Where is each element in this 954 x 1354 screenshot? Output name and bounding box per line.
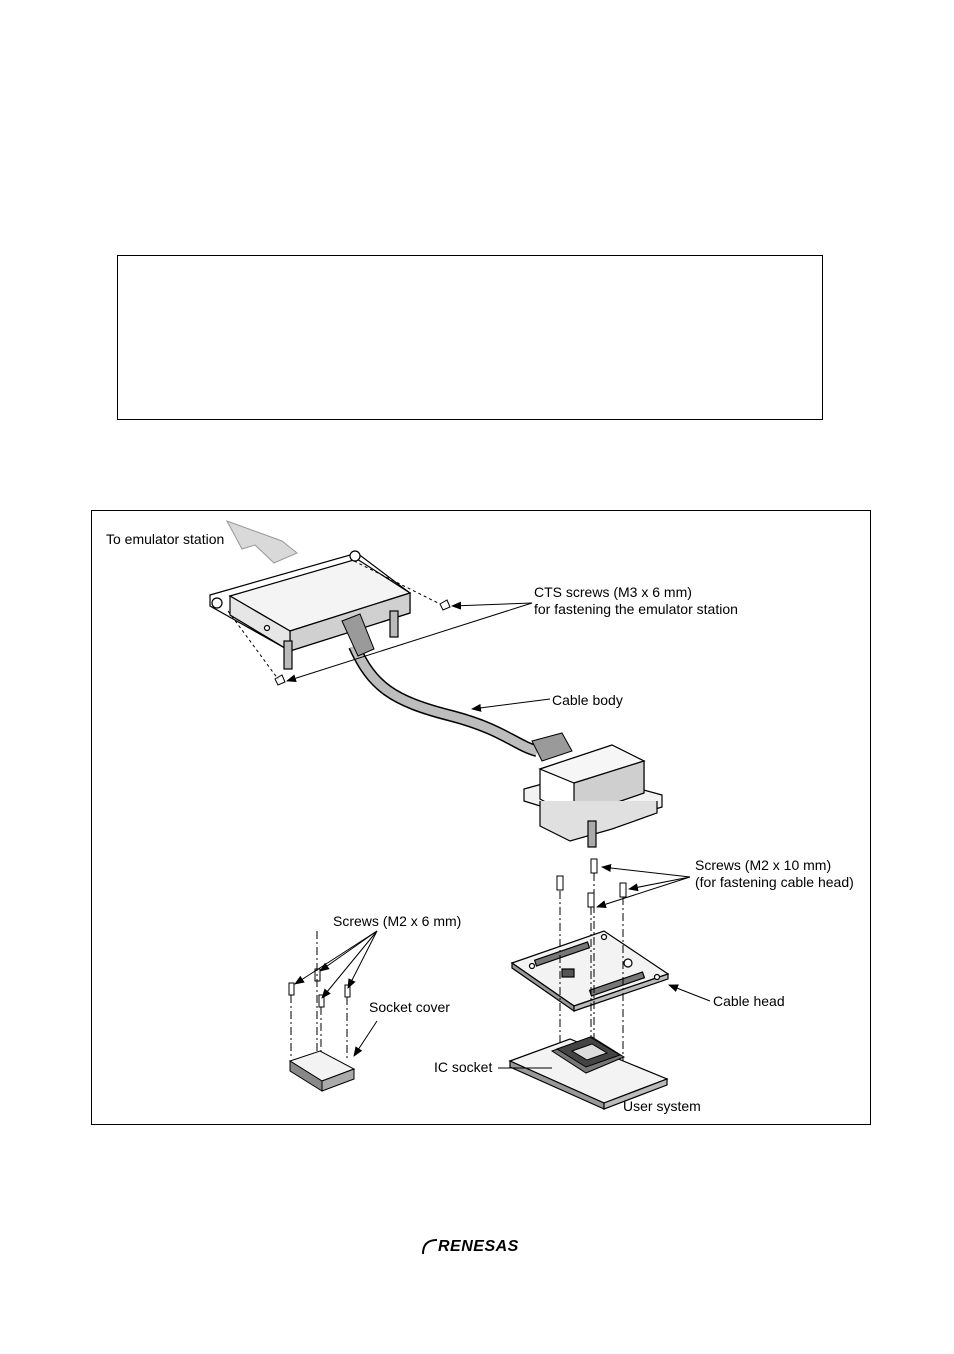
assembly-drawing [209, 520, 711, 1110]
renesas-logo-text: RENESAS [438, 1238, 519, 1255]
direction-arrow-icon [225, 520, 298, 564]
label-socket-cover: Socket cover [369, 999, 450, 1015]
socket-cover-part [288, 1050, 356, 1092]
label-screws-m2x10-line1: Screws (M2 x 10 mm) [695, 857, 832, 873]
label-screws-m2x10: Screws (M2 x 10 mm) (for fastening cable… [695, 857, 854, 891]
label-screws-m2x10-line2: (for fastening cable head) [695, 874, 854, 890]
note-box [117, 255, 823, 420]
label-cable-head: Cable head [713, 993, 785, 1009]
ic-socket-part [550, 1036, 626, 1074]
label-cts-screws-line1: CTS screws (M3 x 6 mm) [534, 584, 692, 600]
renesas-logo-mark-icon [422, 1239, 438, 1255]
m2x10-screw-icon [556, 858, 627, 908]
label-cts-screws: CTS screws (M3 x 6 mm) for fastening the… [534, 584, 738, 618]
label-user-system: User system [623, 1098, 701, 1114]
cable-head-connector [523, 744, 663, 848]
cable-body [341, 613, 573, 762]
cts-screw-icon [274, 599, 451, 686]
cable-head-board [510, 930, 670, 1013]
label-cable-body: Cable body [552, 692, 623, 708]
label-ic-socket: IC socket [434, 1059, 493, 1075]
renesas-logo: RENESAS [420, 1236, 544, 1258]
assembly-figure: To emulator station CTS screws (M3 x 6 m… [91, 510, 871, 1125]
label-screws-m2x6: Screws (M2 x 6 mm) [333, 913, 462, 929]
label-cts-screws-line2: for fastening the emulator station [534, 601, 738, 617]
label-to-emulator-station: To emulator station [106, 531, 225, 547]
